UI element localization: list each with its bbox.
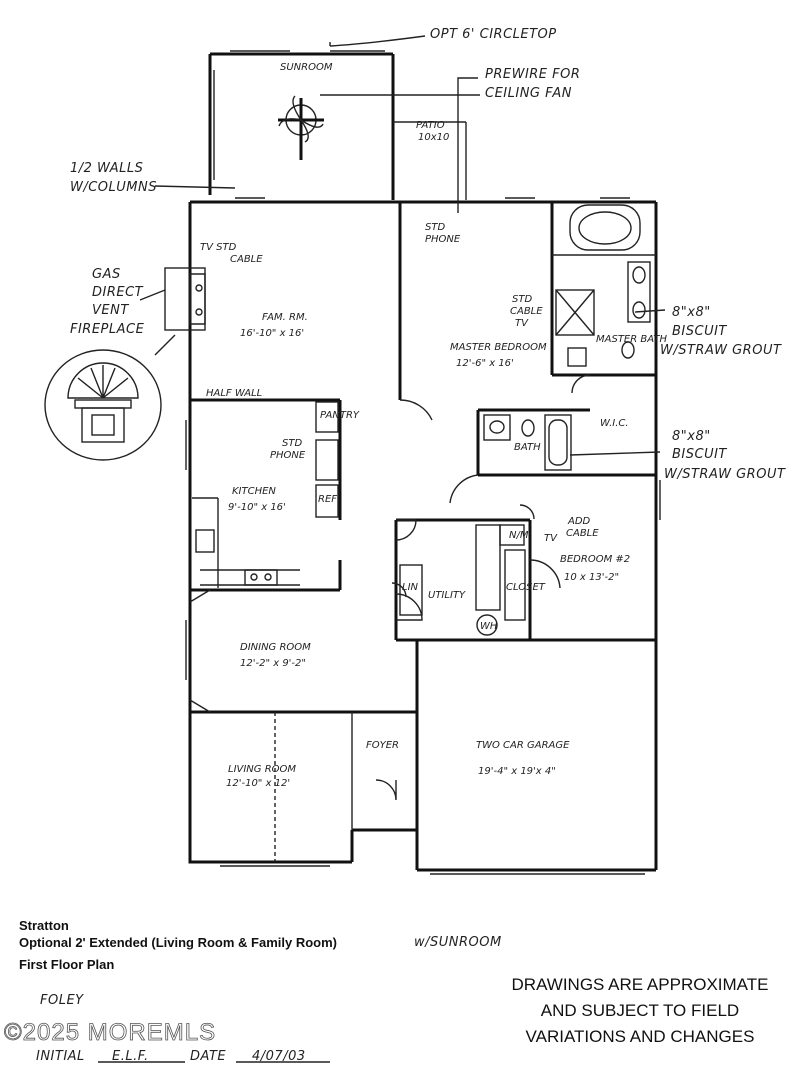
tile-note-1-size: 8"x8" [672, 305, 711, 320]
std-cable-tv-2: CABLE [510, 306, 543, 317]
fireplace-note-3: VENT [92, 303, 129, 318]
tv-std-cable-1: TV STD [200, 242, 237, 253]
fireplace-sketch-icon [44, 349, 162, 461]
signature-name: FOLEY [40, 993, 84, 1008]
room-pantry: PANTRY [320, 410, 360, 421]
utility-fixtures [399, 524, 526, 636]
std-phone-kitchen-2: PHONE [270, 450, 306, 461]
tile-note-2-a: BISCUIT [672, 447, 727, 462]
room-dining: DINING ROOM [240, 642, 311, 653]
leader-lines [139, 35, 666, 456]
signature-initial-label: INITIAL [36, 1049, 85, 1064]
fireplace-note-1: GAS [92, 267, 121, 282]
half-walls-note-2: W/COLUMNS [70, 180, 157, 195]
kitchen-fixtures [192, 401, 339, 588]
std-cable-tv-3: TV [515, 318, 529, 329]
half-walls-note-1: 1/2 WALLS [70, 161, 143, 176]
room-utility: UTILITY [428, 590, 466, 601]
fireplace-note-2: DIRECT [92, 285, 144, 300]
door-swings [375, 374, 591, 801]
signature-date: 4/07/03 [252, 1049, 306, 1064]
half-wall-label: HALF WALL [206, 388, 262, 399]
room-bedroom2: BEDROOM #2 [560, 554, 630, 565]
room-foyer: FOYER [366, 740, 399, 751]
fireplace-icon [164, 267, 206, 331]
tv-bedroom: TV [544, 533, 558, 544]
std-phone-master-1: STD [425, 222, 445, 233]
room-living: LIVING ROOM [228, 764, 296, 775]
room-sunroom: SUNROOM [280, 62, 333, 73]
room-dining-size: 12'-2" x 9'-2" [240, 658, 306, 669]
signature-date-label: DATE [190, 1049, 226, 1064]
circletop-note: OPT 6' CIRCLETOP [430, 27, 557, 42]
room-nm: N/M [509, 530, 529, 541]
room-master-bedroom-size: 12'-6" x 16' [456, 358, 514, 369]
room-fam-rm: FAM. RM. [262, 312, 308, 323]
fireplace-note-4: FIREPLACE [70, 322, 145, 337]
caption-option-handwritten: w/SUNROOM [414, 935, 502, 950]
room-lin: LIN [402, 582, 419, 593]
disclaimer-line-2: AND SUBJECT TO FIELD [541, 1001, 739, 1020]
hall-bath-fixtures [483, 414, 572, 471]
room-bath: BATH [514, 442, 541, 453]
room-ref: REF [318, 494, 337, 505]
add-cable-2: CABLE [566, 528, 599, 539]
room-fam-rm-size: 16'-10" x 16' [240, 328, 304, 339]
std-phone-master-2: PHONE [425, 234, 461, 245]
std-cable-tv-1: STD [512, 294, 532, 305]
master-bath-fixtures [552, 204, 656, 367]
sunroom-walls [208, 50, 467, 200]
room-living-size: 12'-10" x 12' [226, 778, 290, 789]
caption-option: Optional 2' Extended (Living Room & Fami… [19, 935, 337, 950]
room-master-bedroom: MASTER BEDROOM [450, 342, 547, 353]
watermark: ©2025 MOREMLS [4, 1019, 216, 1046]
tile-note-2-b: W/STRAW GROUT [664, 467, 786, 482]
tile-note-1-a: BISCUIT [672, 324, 727, 339]
add-cable-1: ADD [567, 516, 591, 527]
disclaimer-line-1: DRAWINGS ARE APPROXIMATE [512, 975, 769, 994]
room-master-bath: MASTER BATH [596, 334, 667, 345]
std-phone-kitchen-1: STD [282, 438, 302, 449]
interior-walls [189, 202, 656, 862]
room-patio-size: 10x10 [418, 132, 449, 143]
ceiling-fan-note-1: PREWIRE FOR [485, 67, 580, 82]
tile-note-1-b: W/STRAW GROUT [660, 343, 782, 358]
ceiling-fan-icon [278, 95, 324, 160]
caption-floor: First Floor Plan [19, 957, 114, 972]
exterior-walls [185, 197, 661, 872]
ceiling-fan-note-2: CEILING FAN [485, 86, 572, 101]
room-closet: CLOSET [506, 582, 546, 593]
room-kitchen-size: 9'-10" x 16' [228, 502, 286, 513]
room-wh: WH [480, 621, 498, 632]
signature-initials: E.L.F. [112, 1049, 149, 1064]
disclaimer-line-3: VARIATIONS AND CHANGES [526, 1027, 755, 1046]
tile-note-2-size: 8"x8" [672, 429, 711, 444]
tv-std-cable-2: CABLE [230, 254, 263, 265]
room-wic: W.I.C. [600, 418, 629, 429]
room-garage-size: 19'-4" x 19'x 4" [478, 766, 556, 777]
room-bedroom2-size: 10 x 13'-2" [564, 572, 619, 583]
caption-model: Stratton [19, 918, 69, 933]
room-garage: TWO CAR GARAGE [476, 740, 570, 751]
room-patio: PATIO [416, 120, 445, 131]
room-kitchen: KITCHEN [232, 486, 276, 497]
